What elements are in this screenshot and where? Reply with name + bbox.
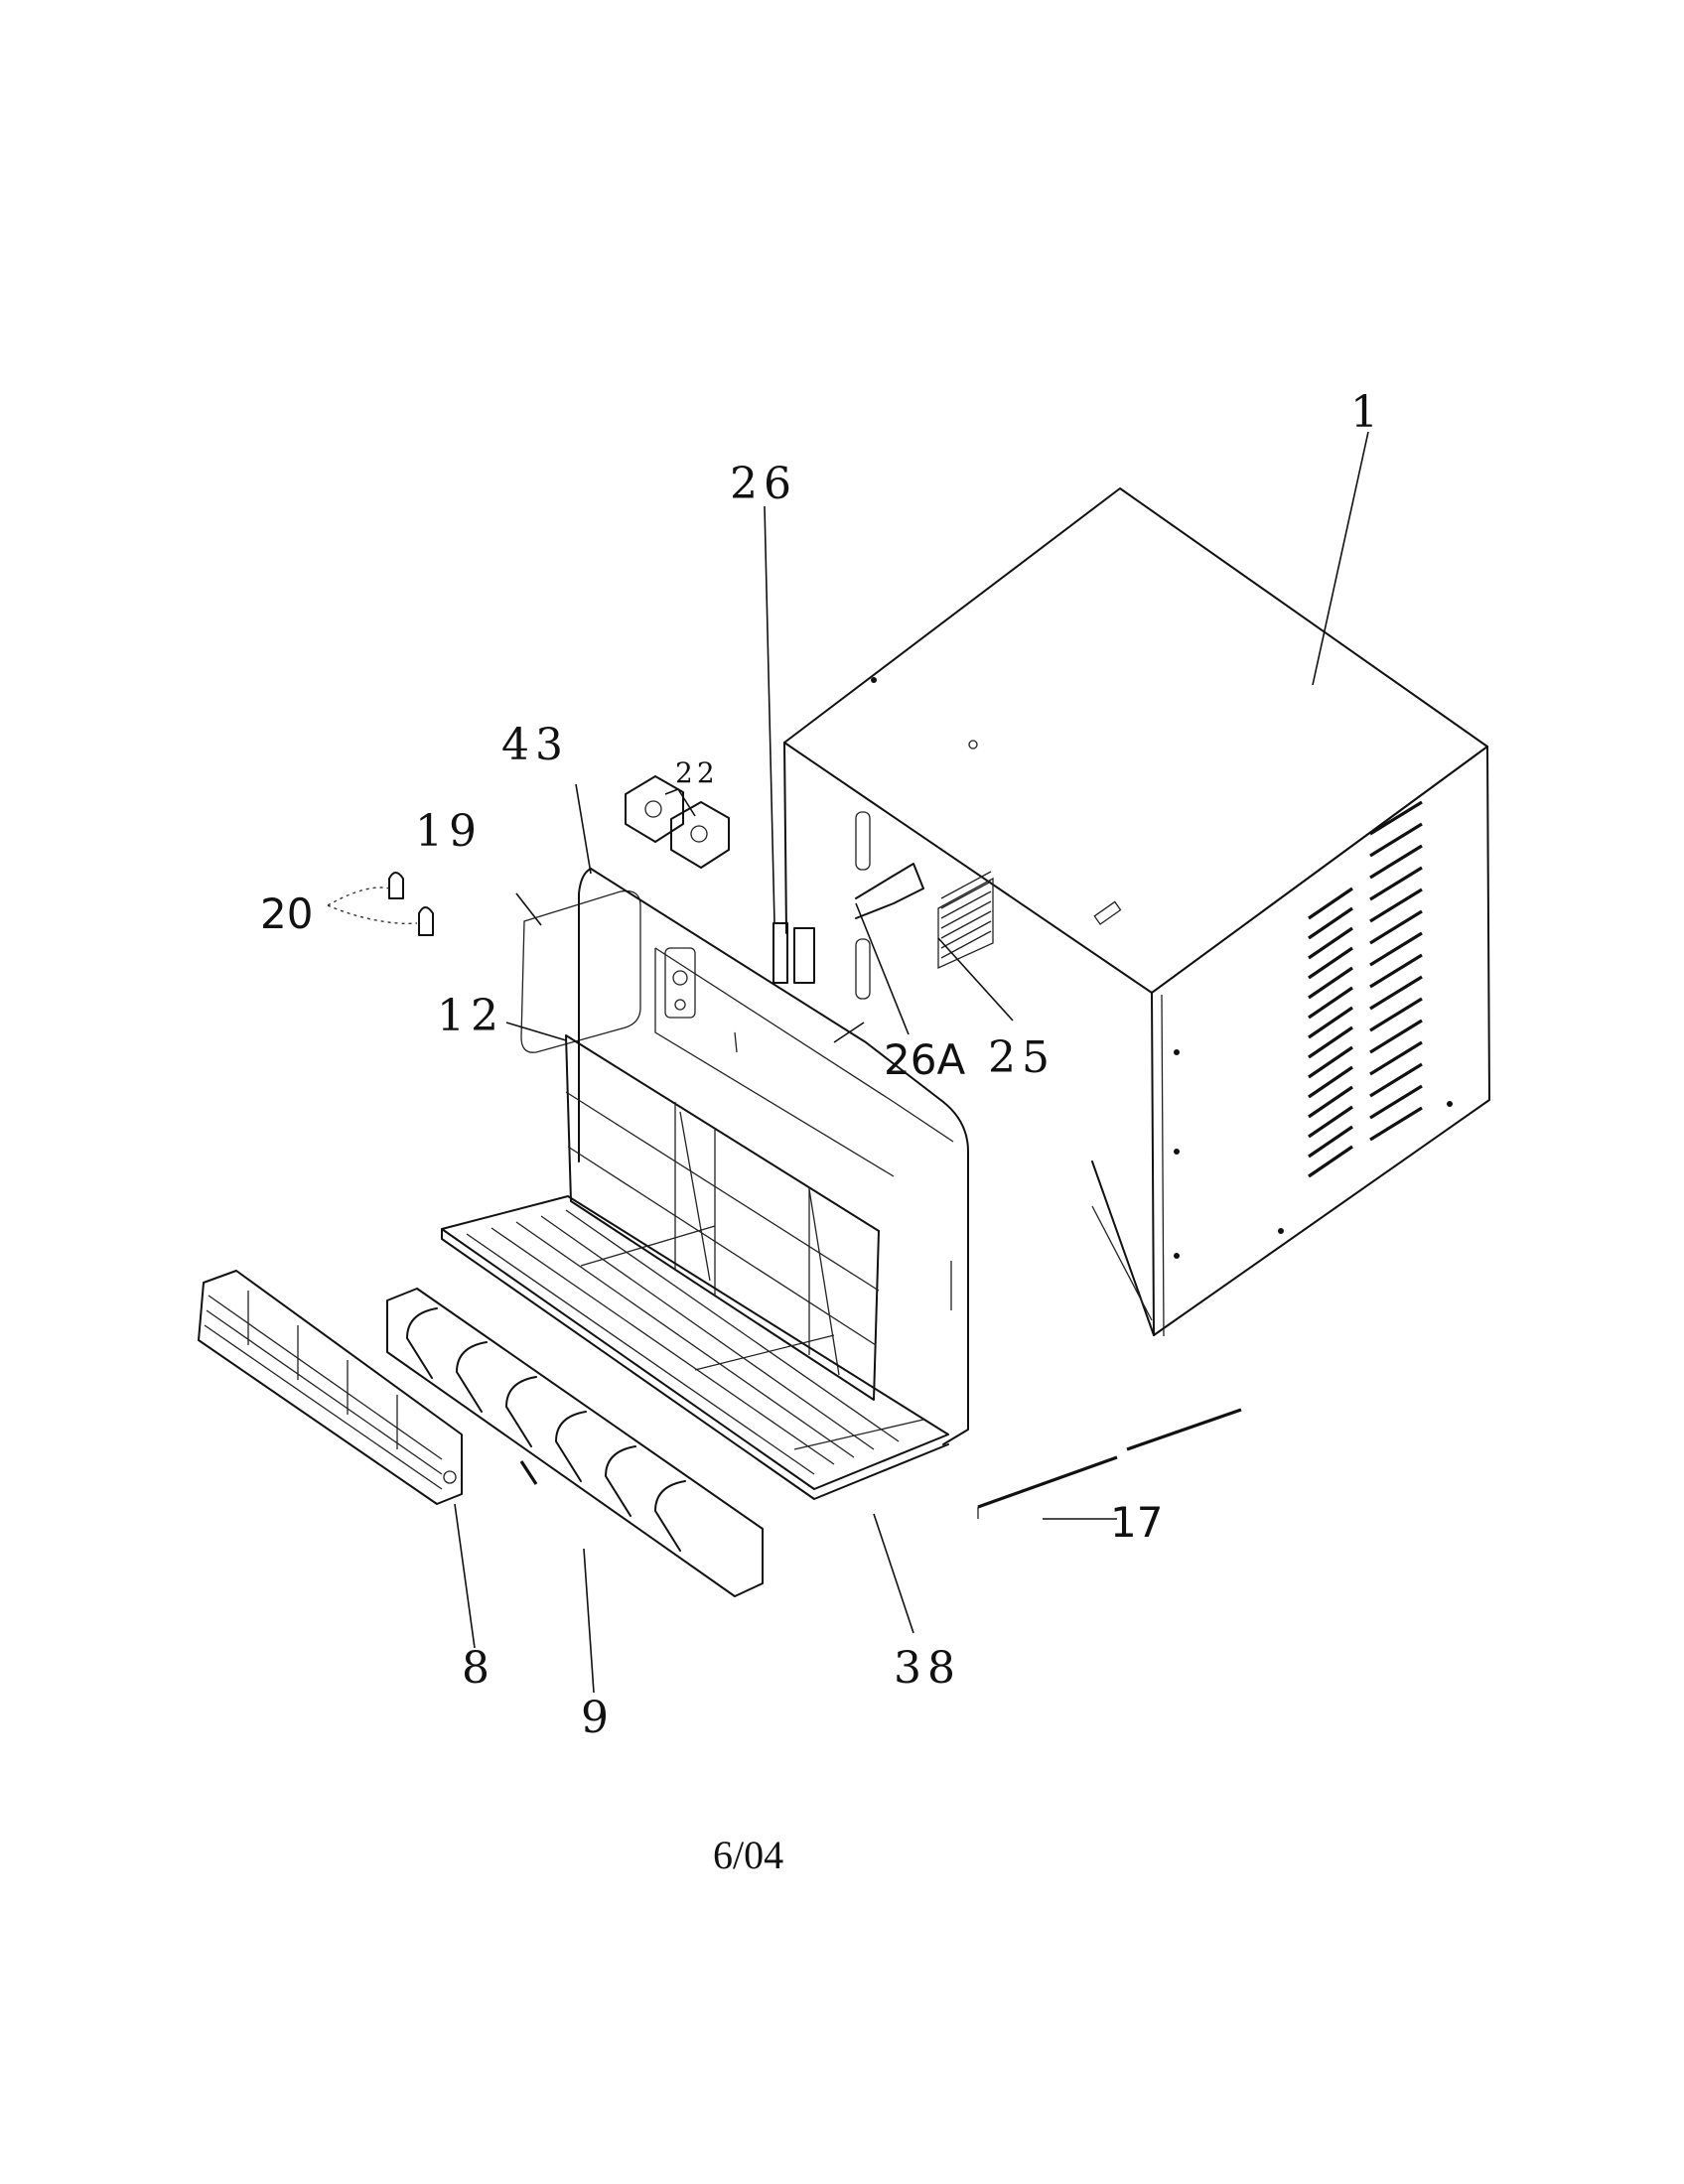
callout-part-8: 8: [462, 1643, 495, 1694]
clip-pair: [327, 872, 434, 936]
callout-part-9: 9: [581, 1693, 615, 1743]
foam-seal-strip: [977, 1408, 1242, 1519]
callout-part-26a: 26A: [884, 1035, 965, 1084]
louver-grille: [198, 1270, 463, 1505]
callout-part-22: 22: [675, 756, 719, 789]
callout-part-1: 1: [1350, 387, 1384, 438]
filter-label-plate: [520, 889, 641, 1053]
callout-part-17: 17: [1110, 1498, 1163, 1547]
callout-part-38: 38: [894, 1643, 961, 1694]
callout-part-20: 20: [260, 889, 313, 938]
side-vent-louvers: [1308, 800, 1423, 1178]
callout-part-19: 19: [415, 806, 483, 857]
callout-part-25: 25: [988, 1032, 1055, 1083]
cabinet-case: [783, 487, 1490, 1337]
side-bracket: [772, 863, 924, 984]
front-panel: [578, 868, 969, 1445]
bushing-pair: [625, 775, 730, 869]
leader-lines: [454, 431, 1369, 1694]
callout-part-43: 43: [501, 720, 569, 770]
vane-assembly: [386, 1288, 764, 1597]
callout-part-26: 26: [730, 459, 797, 509]
air-filter-frame: [565, 1034, 880, 1401]
footer-date: 6/04: [713, 1833, 783, 1877]
grille-tray: [441, 1195, 949, 1500]
callout-part-12: 12: [437, 991, 504, 1041]
